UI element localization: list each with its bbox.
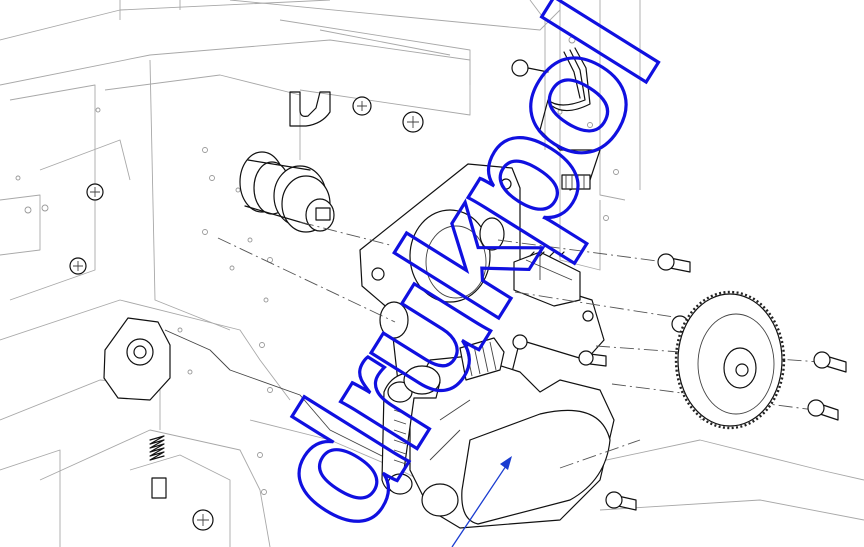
screw <box>657 253 691 273</box>
screw <box>807 399 839 421</box>
spur-gear <box>674 290 786 430</box>
screw <box>192 509 214 531</box>
compression-spring <box>129 435 231 547</box>
latch-cam <box>103 317 171 401</box>
pointer-arrow <box>451 456 512 547</box>
screw <box>813 351 847 373</box>
wire-harness <box>539 47 601 191</box>
loose-screws <box>578 253 847 511</box>
screw <box>402 111 424 133</box>
frame-hook <box>289 91 331 127</box>
screw <box>605 491 637 511</box>
screw <box>578 350 607 367</box>
screw <box>69 257 87 275</box>
screw <box>511 59 549 77</box>
motor-unit <box>381 337 615 529</box>
screw <box>352 96 372 116</box>
pulley-gear <box>239 151 335 233</box>
alignment-lines <box>217 221 821 469</box>
wire-spring <box>164 329 391 461</box>
screw <box>86 183 104 201</box>
mounting-plate <box>359 163 605 413</box>
